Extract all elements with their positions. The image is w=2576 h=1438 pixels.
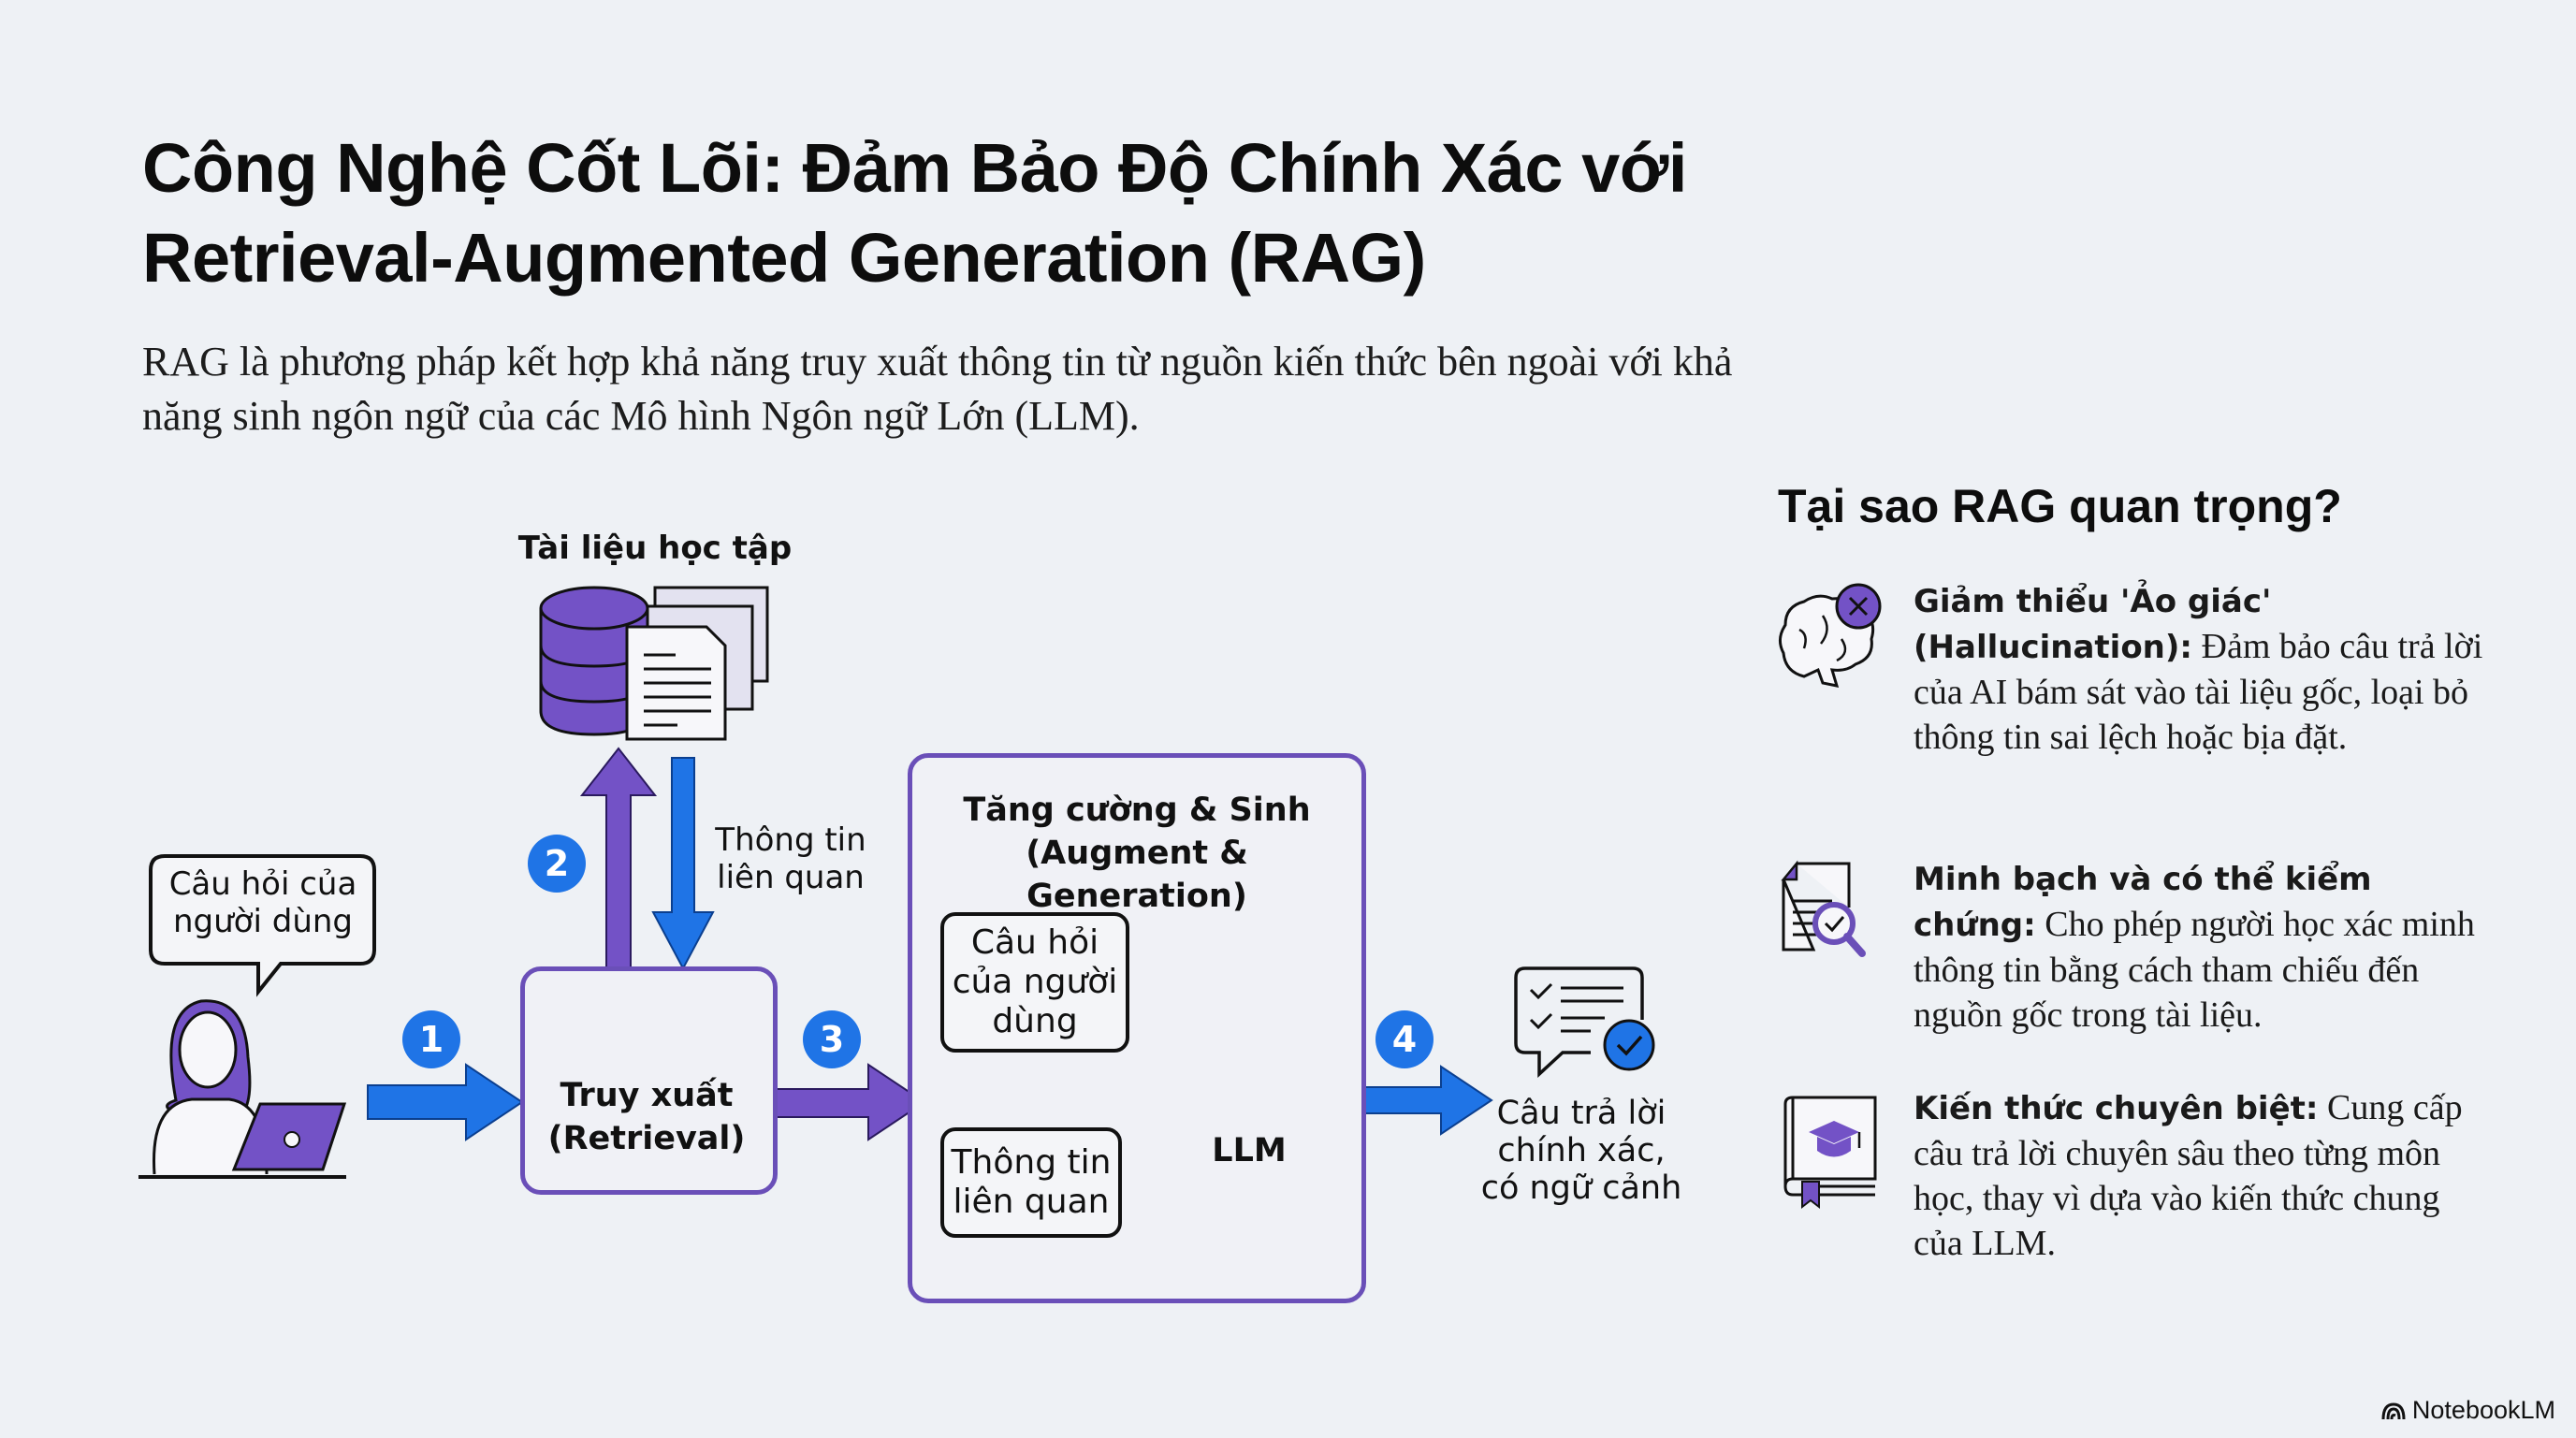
notebooklm-logo-icon [2381, 1402, 2406, 1419]
reason-title: Giảm thiểu 'Ảo giác' (Hallucination): [1914, 583, 2272, 666]
relevant-info-arrow-down [651, 757, 715, 971]
step-3-arrow [768, 1063, 926, 1141]
reason-text: Cho phép người học xác minh thông tin bằ… [1914, 905, 2475, 1035]
step-badge-3: 3 [803, 1010, 861, 1068]
reason-text: Đảm bảo câu trả lời của AI bám sát vào t… [1914, 627, 2483, 757]
augment-info-box: Thông tin liên quan [940, 1127, 1122, 1238]
reason-title: Minh bạch và có thể kiểm chứng: [1914, 861, 2372, 944]
user-bubble-text: Câu hỏi của người dùng [168, 865, 357, 940]
knowledge-source-label: Tài liệu học tập [517, 530, 793, 567]
page-subtitle: RAG là phương pháp kết hợp khả năng truy… [142, 339, 1733, 439]
step-badge-2: 2 [528, 835, 586, 893]
answer-label: Câu trả lời chính xác, có ngữ cảnh [1480, 1095, 1682, 1207]
relevant-info-label: Thông tin liên quan [715, 821, 866, 896]
brand-name: NotebookLM [2411, 1396, 2555, 1424]
step-2-arrow-up [579, 747, 658, 969]
step-1-arrow [367, 1063, 524, 1141]
book-graduation-icon [1783, 1096, 1877, 1210]
retrieval-box-label: Truy xuất (Retrieval) [547, 1077, 746, 1157]
reason-item-transparency: Minh bạch và có thể kiểm chứng: Cho phép… [1914, 856, 2484, 1038]
answer-checklist-icon [1514, 966, 1655, 1078]
document-verify-icon [1781, 860, 1866, 957]
reason-item-hallucination: Giảm thiểu 'Ảo giác' (Hallucination): Đả… [1914, 578, 2484, 760]
user-speech-bubble [149, 854, 376, 997]
augment-query-box: Câu hỏi của người dùng [940, 912, 1129, 1053]
augment-generation-title: Tăng cường & Sinh (Augment & Generation) [963, 792, 1311, 915]
why-rag-heading: Tại sao RAG quan trọng? [1778, 480, 2342, 532]
retrieval-box [520, 966, 778, 1195]
reason-item-specialized: Kiến thức chuyên biệt: Cung cấp câu trả … [1914, 1085, 2484, 1266]
step-badge-1: 1 [402, 1010, 460, 1068]
brain-x-icon [1779, 583, 1882, 688]
reason-title: Kiến thức chuyên biệt: [1914, 1090, 2319, 1127]
step-badge-4: 4 [1375, 1010, 1434, 1068]
reason-text: Cung cấp câu trả lời chuyên sâu theo từn… [1914, 1088, 2463, 1263]
user-at-laptop-icon [138, 999, 347, 1179]
page-title: Công Nghệ Cốt Lõi: Đảm Bảo Độ Chính Xác … [142, 129, 1687, 297]
notebooklm-brand: NotebookLM [2380, 1396, 2555, 1425]
llm-label: LLM [1212, 1132, 1287, 1169]
database-documents-icon [539, 586, 769, 741]
